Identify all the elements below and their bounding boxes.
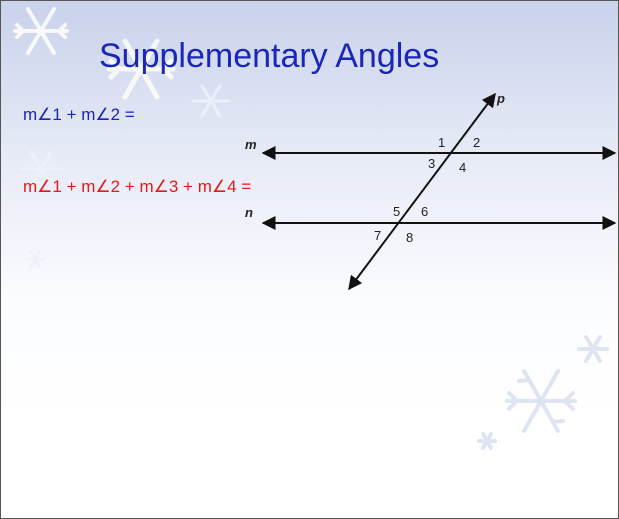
equation-four-angles: m∠1 + m∠2 + m∠3 + m∠4 = <box>23 177 252 196</box>
snowflake-icon <box>19 84 231 269</box>
line-m-label: m <box>245 137 257 152</box>
angle-2-label: 2 <box>473 135 480 150</box>
slide-title: Supplementary Angles <box>99 37 440 75</box>
angle-8-label: 8 <box>406 230 413 245</box>
angle-4-label: 4 <box>459 160 466 175</box>
angle-7-label: 7 <box>374 228 381 243</box>
snowflake-icon <box>13 7 69 55</box>
snowflake-icon <box>477 335 609 450</box>
angle-1-label: 1 <box>438 135 445 150</box>
angle-3-label: 3 <box>428 156 435 171</box>
transversal-p <box>348 92 496 291</box>
line-n-label: n <box>245 205 253 220</box>
angle-6-label: 6 <box>421 204 428 219</box>
equation-supplementary-pair: m∠1 + m∠2 = <box>23 105 135 124</box>
transversal-p-label: p <box>496 91 505 106</box>
angle-5-label: 5 <box>393 204 400 219</box>
snowflake-icon <box>106 38 176 100</box>
